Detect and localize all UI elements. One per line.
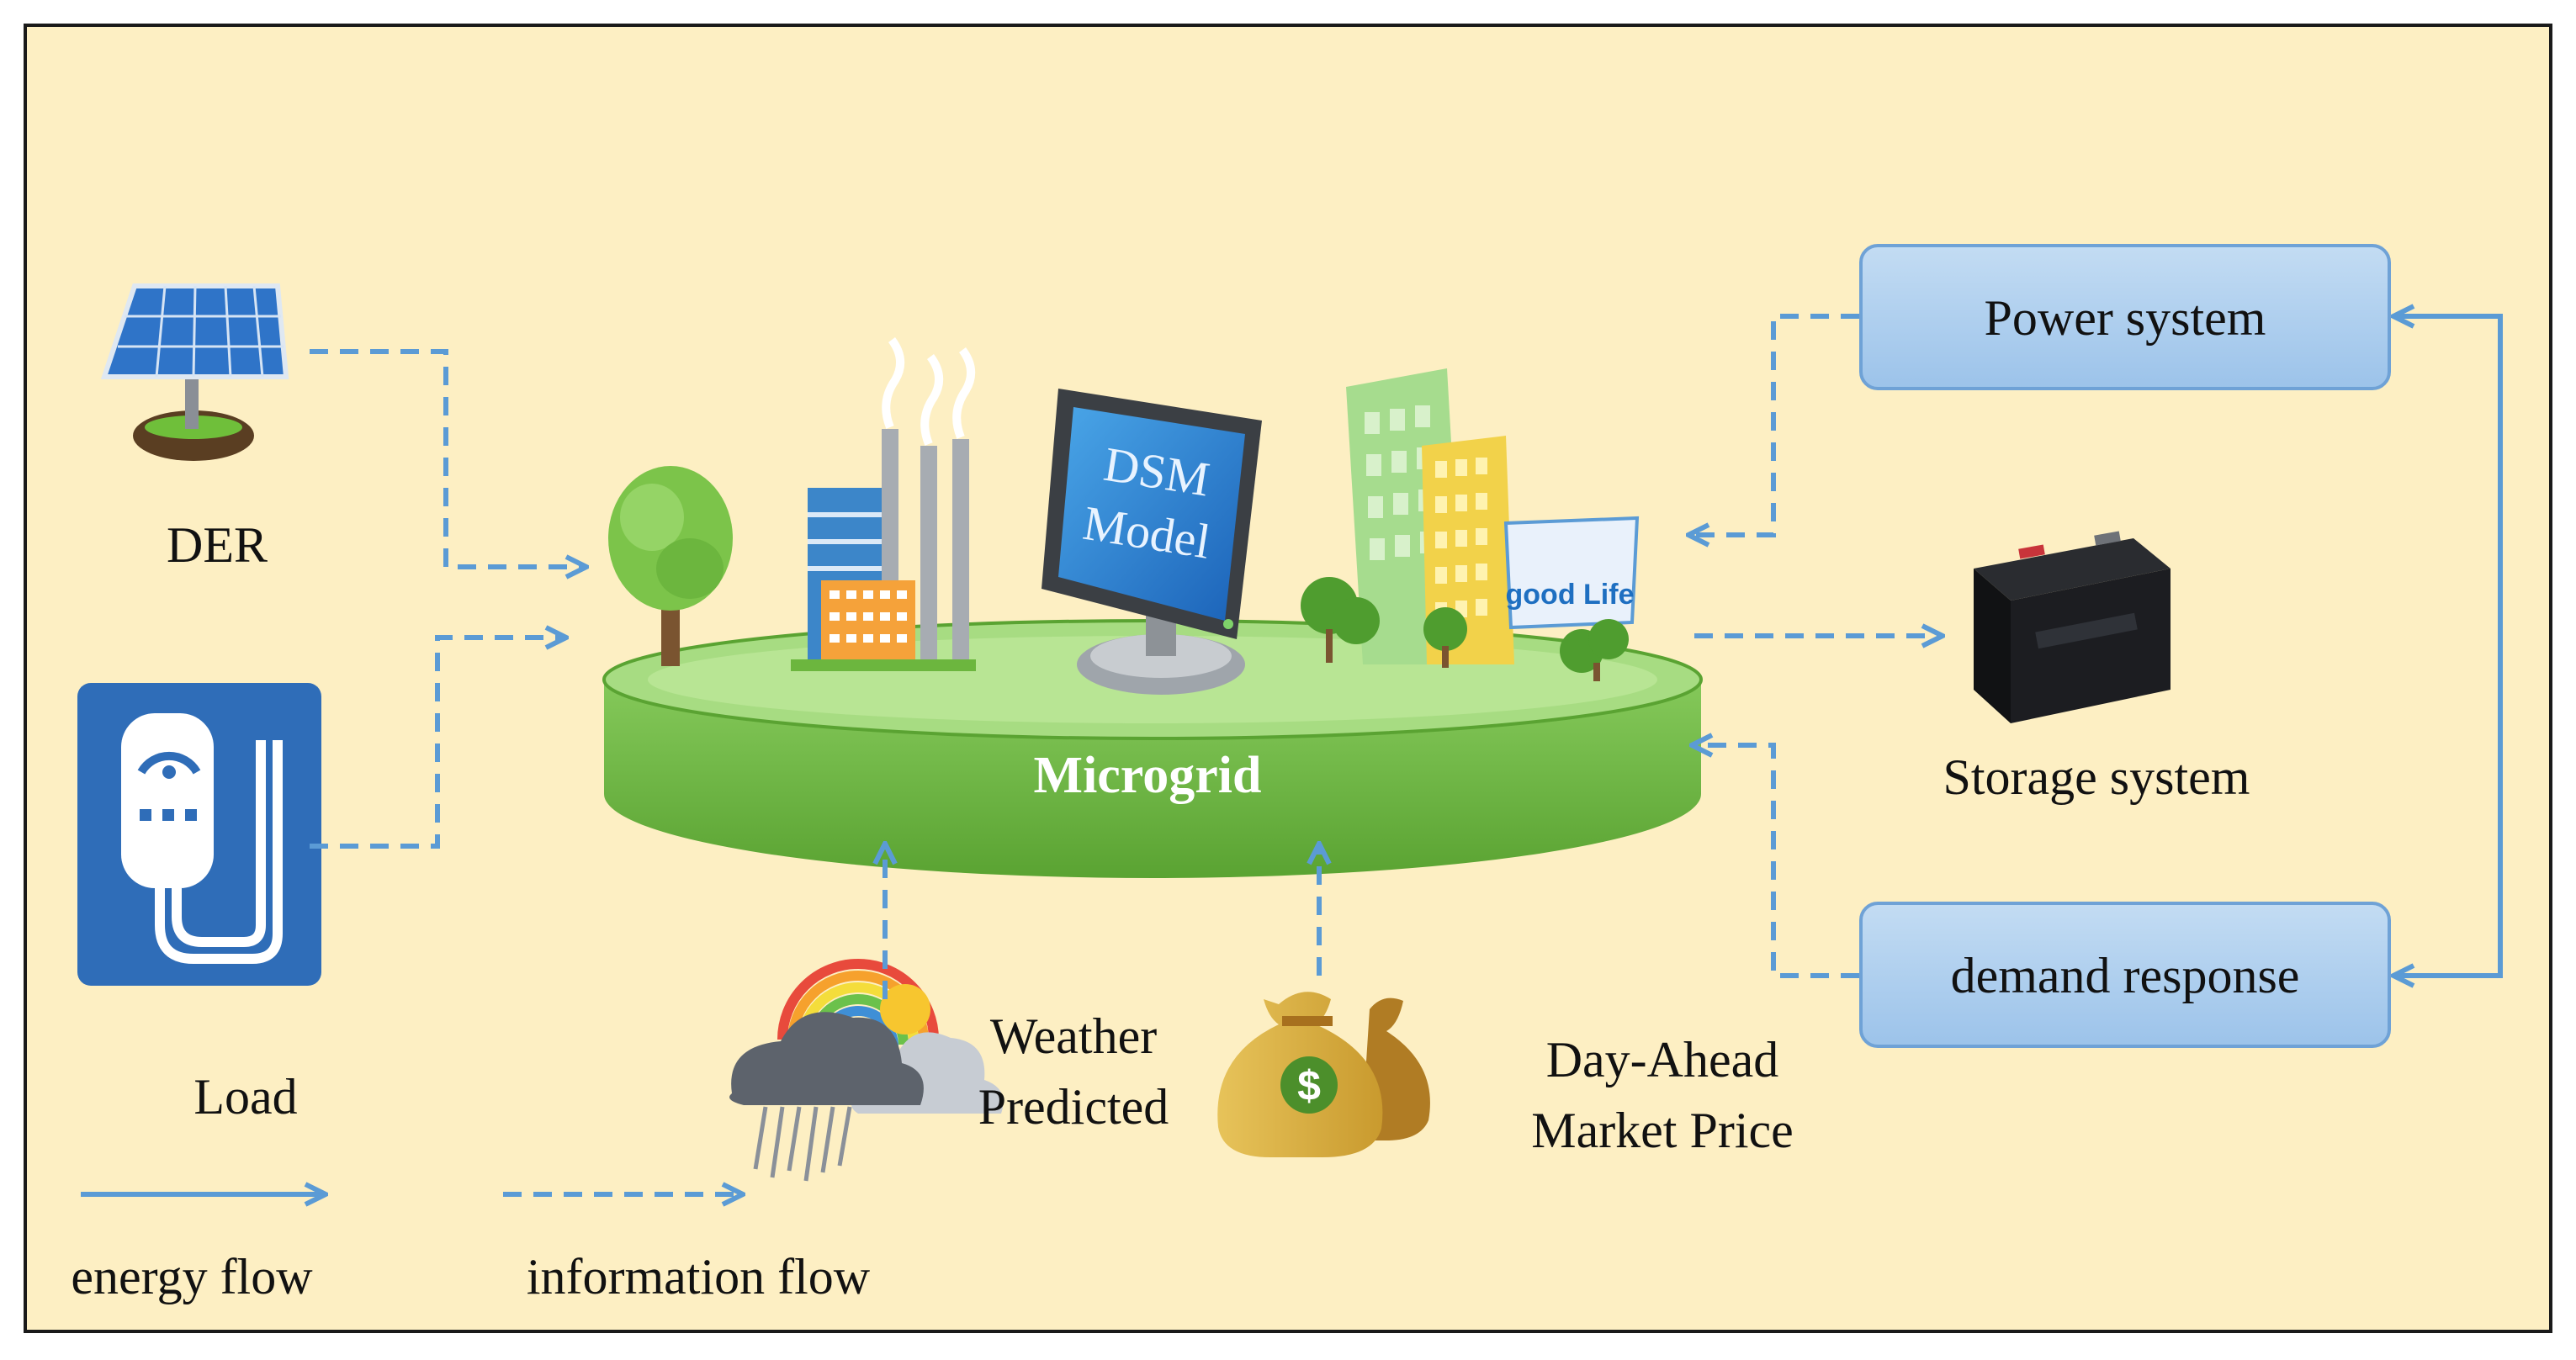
demand-response-box (1859, 902, 2391, 1048)
der-label: DER (167, 517, 268, 573)
money-bags-icon: $ (1217, 992, 1430, 1157)
power-system-to-microgrid-arrow (1691, 314, 1859, 535)
rain-cloud-rainbow-icon (729, 959, 1004, 1182)
city-buildings-icon: good Life (1301, 368, 1640, 681)
load-to-microgrid-arrow (310, 638, 564, 849)
demand-response-power-system-energy-arrow (2396, 316, 2503, 976)
storage-label: Storage system (1943, 749, 2250, 805)
solar-panel-icon (100, 283, 289, 461)
legend-energy-label: energy flow (71, 1249, 313, 1304)
power-system-box (1859, 244, 2391, 390)
smart-meter-icon (77, 683, 321, 986)
der-to-microgrid-arrow (310, 349, 584, 567)
money-symbol: $ (1297, 1062, 1321, 1109)
weather-line1: Weather (990, 1008, 1157, 1064)
market-line2: Market Price (1531, 1103, 1794, 1158)
factory-icon (791, 337, 976, 671)
demand-response-to-microgrid-arrow (1694, 745, 1859, 978)
computer-monitor-icon: DSM Model (1042, 389, 1262, 695)
load-label: Load (193, 1069, 297, 1125)
battery-icon (1974, 531, 2171, 723)
billboard-text: good Life (1506, 579, 1635, 611)
tree-icon (608, 466, 733, 666)
legend-information-label: information flow (527, 1249, 871, 1304)
demand-response-label: demand response (1951, 948, 2300, 1003)
market-line1: Day-Ahead (1546, 1032, 1779, 1087)
microgrid-label: Microgrid (1034, 747, 1262, 804)
weather-line2: Predicted (978, 1079, 1169, 1135)
power-system-label: Power system (1985, 290, 2266, 346)
